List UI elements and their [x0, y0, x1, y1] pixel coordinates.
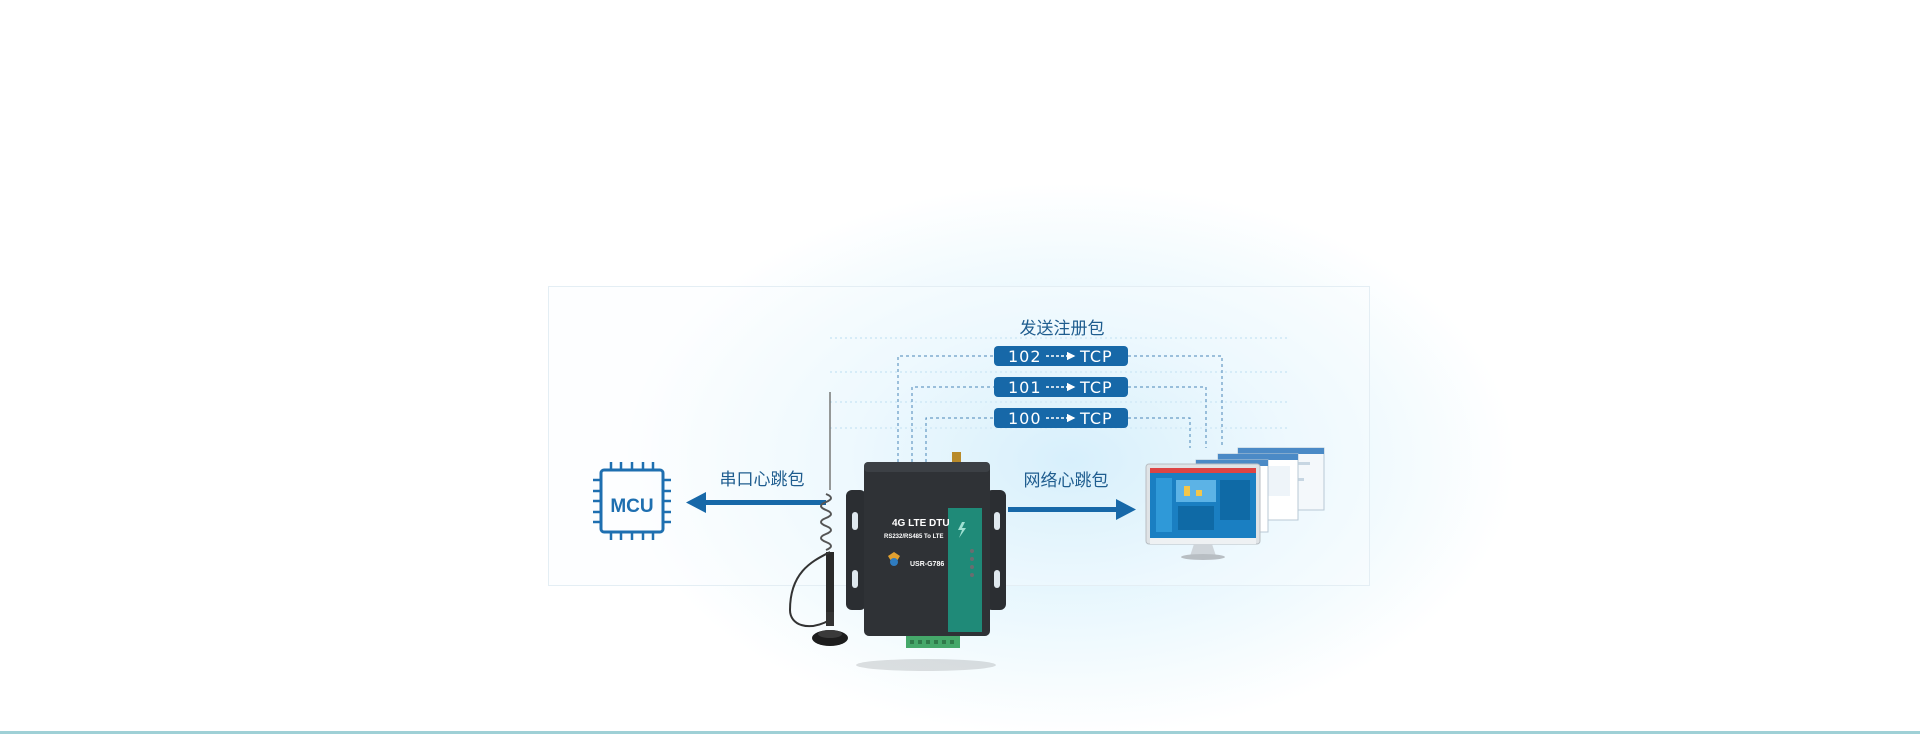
- device-subtitle: RS232/RS485 To LTE: [884, 534, 943, 540]
- network-heartbeat-label: 网络心跳包: [1024, 471, 1109, 491]
- antenna-icon: [789, 392, 848, 646]
- tcp-connection-lines: [897, 355, 1223, 462]
- tcp-pill-100: 100 TCP: [994, 408, 1128, 428]
- arrow-right-icon: [1008, 499, 1136, 520]
- device-title: 4G LTE DTU: [892, 518, 950, 529]
- tcp-pill-102: 102 TCP: [994, 346, 1128, 366]
- mcu-chip-icon: [593, 462, 671, 540]
- tcp-pill-proto: TCP: [1079, 347, 1113, 366]
- bottom-divider: [0, 731, 1920, 734]
- serial-heartbeat-label: 串口心跳包: [720, 470, 805, 490]
- tcp-pill-id: 101: [1008, 378, 1042, 397]
- register-packet-label: 发送注册包: [1020, 319, 1105, 339]
- background-glow: [620, 180, 1520, 740]
- device-logo-icon: [888, 552, 900, 566]
- mcu-label: MCU: [610, 496, 653, 517]
- tcp-pill-id: 102: [1008, 347, 1042, 366]
- device-model: USR-G786: [910, 561, 944, 568]
- arrow-left-icon: [686, 492, 826, 513]
- tcp-pill-101: 101 TCP: [994, 377, 1128, 397]
- monitor-icon: [1145, 447, 1325, 560]
- dtu-device: 4G LTE DTU RS232/RS485 To LTE USR-G786: [846, 452, 1006, 671]
- tcp-pill-proto: TCP: [1079, 409, 1113, 428]
- tcp-pill-proto: TCP: [1079, 378, 1113, 397]
- tcp-pill-id: 100: [1008, 409, 1042, 428]
